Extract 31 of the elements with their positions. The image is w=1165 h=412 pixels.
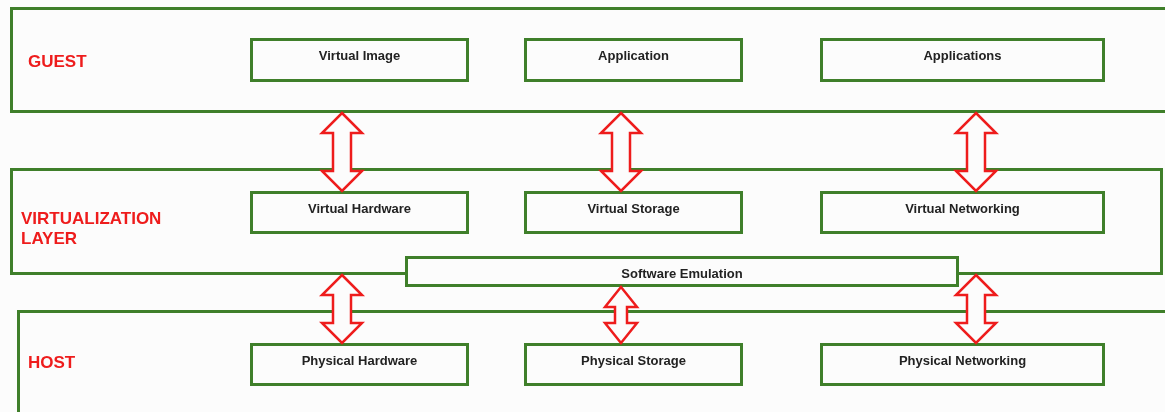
double-arrow	[602, 285, 640, 345]
component-label: Software Emulation	[621, 266, 743, 281]
double-arrow	[319, 273, 365, 345]
component-label: Applications	[923, 48, 1002, 63]
component-box	[405, 256, 959, 287]
double-arrow	[319, 111, 365, 193]
component-box	[820, 343, 1105, 386]
component-label: Physical Storage	[581, 353, 686, 368]
layer-heading: VIRTUALIZATION LAYER	[21, 209, 163, 249]
component-box	[820, 191, 1105, 234]
layer-panel	[17, 310, 1165, 412]
component-label: Virtual Image	[318, 48, 401, 63]
component-box	[524, 343, 743, 386]
component-box	[250, 191, 469, 234]
component-box	[820, 38, 1105, 82]
component-label: Virtual Hardware	[307, 201, 412, 216]
component-label: Application	[598, 48, 669, 63]
double-arrow	[598, 111, 644, 193]
component-label: Physical Networking	[898, 353, 1027, 368]
layer-panel	[10, 7, 1165, 113]
component-label: Virtual Networking	[905, 201, 1020, 216]
layer-heading: GUEST	[28, 52, 87, 72]
layer-heading: HOST	[28, 353, 77, 373]
component-box	[524, 38, 743, 82]
component-box	[250, 343, 469, 386]
component-box	[524, 191, 743, 234]
component-label: Virtual Storage	[587, 201, 680, 216]
double-arrow	[953, 273, 999, 345]
component-box	[250, 38, 469, 82]
double-arrow	[953, 111, 999, 193]
component-label: Physical Hardware	[301, 353, 418, 368]
